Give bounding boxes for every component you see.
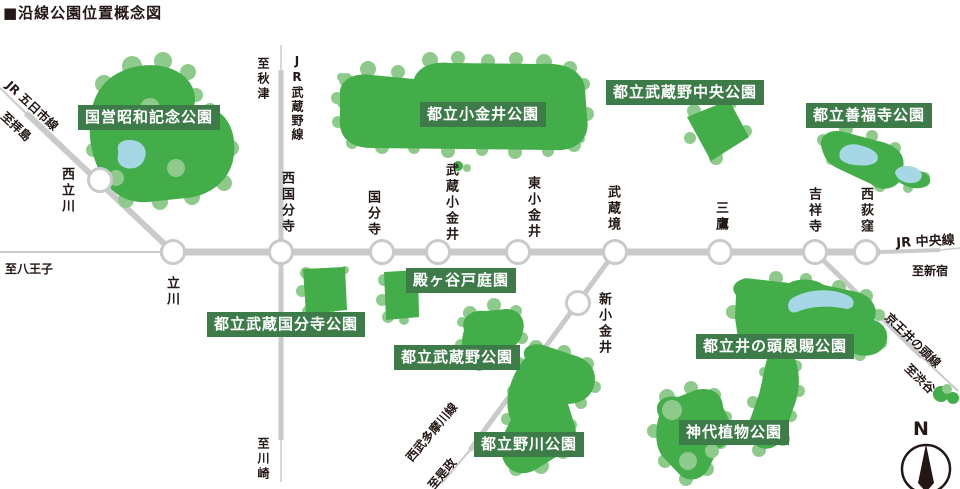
park-label-tonogayato: 殿ヶ谷戸庭園 (406, 268, 517, 293)
station-label-mitaka: 三鷹 (713, 201, 728, 233)
station-label-shinkoganei: 新小金井 (596, 292, 611, 356)
compass-icon (900, 443, 952, 489)
park-label-nogawa: 都立野川公園 (474, 432, 585, 457)
station-marker-musashisakai (602, 239, 628, 265)
compass-north-label: N (913, 418, 929, 440)
station-label-nishiogikubo: 西荻窪 (858, 187, 873, 235)
park-shape-zempukuji (817, 122, 931, 193)
dir-label-to-kawasaki: 至川崎 (256, 437, 270, 482)
park-label-koganei: 都立小金井公園 (420, 102, 547, 127)
station-marker-musashikoganei (425, 239, 451, 265)
park-label-zempukuji: 都立善福寺公園 (806, 103, 933, 128)
itsukaichi-line-thin (0, 87, 31, 118)
park-label-inokashira: 都立井の頭恩賜公園 (696, 334, 855, 359)
line-label-musashino: JR武蔵野線 (290, 54, 304, 142)
station-label-tachikawa: 立川 (164, 276, 179, 308)
station-marker-nishikokubunji (268, 239, 294, 265)
dir-label-to-shinjuku: 至新宿 (912, 264, 949, 278)
chuo-line-east-taper (879, 248, 941, 254)
station-label-kokubunji: 国分寺 (365, 190, 380, 238)
station-label-musashisakai: 武蔵境 (605, 185, 620, 233)
park-shape-musashino-chuo (684, 97, 752, 165)
dir-label-to-akitsu: 至秋津 (256, 57, 270, 102)
station-marker-shinkoganei (565, 290, 591, 316)
station-marker-kichijoji (802, 239, 828, 265)
page-title: ■沿線公園位置概念図 (3, 4, 163, 22)
station-label-kichijoji: 吉祥寺 (806, 187, 821, 235)
line-label-chuo: JR 中央線 (895, 232, 956, 251)
station-marker-mitaka (707, 239, 733, 265)
station-label-nishitachikawa: 西立川 (59, 167, 74, 215)
station-marker-nishitachikawa (87, 167, 113, 193)
station-label-higashikoganei: 東小金井 (525, 176, 540, 240)
park-label-musashino-chuo: 都立武蔵野中央公園 (606, 80, 765, 105)
station-marker-nishiogikubo (853, 239, 879, 265)
pond (839, 144, 878, 166)
compass-needle-icon (918, 444, 934, 489)
park-label-musashi-kokubunji: 都立武蔵国分寺公園 (207, 312, 366, 337)
station-marker-kokubunji (369, 239, 395, 265)
pond (117, 140, 146, 169)
park-label-showa-kinen: 国営昭和記念公園 (78, 105, 221, 130)
pond (895, 165, 922, 184)
park-label-musashino: 都立武蔵野公園 (394, 345, 521, 370)
station-marker-higashikoganei (505, 239, 531, 265)
pond (788, 290, 854, 313)
station-label-nishikokubunji: 西国分寺 (279, 171, 294, 235)
station-label-musashikoganei: 武蔵小金井 (443, 163, 458, 243)
station-marker-tachikawa (160, 239, 186, 265)
park-label-jindai: 神代植物公園 (679, 420, 790, 445)
dir-label-to-hachioji: 至八王子 (5, 262, 54, 276)
